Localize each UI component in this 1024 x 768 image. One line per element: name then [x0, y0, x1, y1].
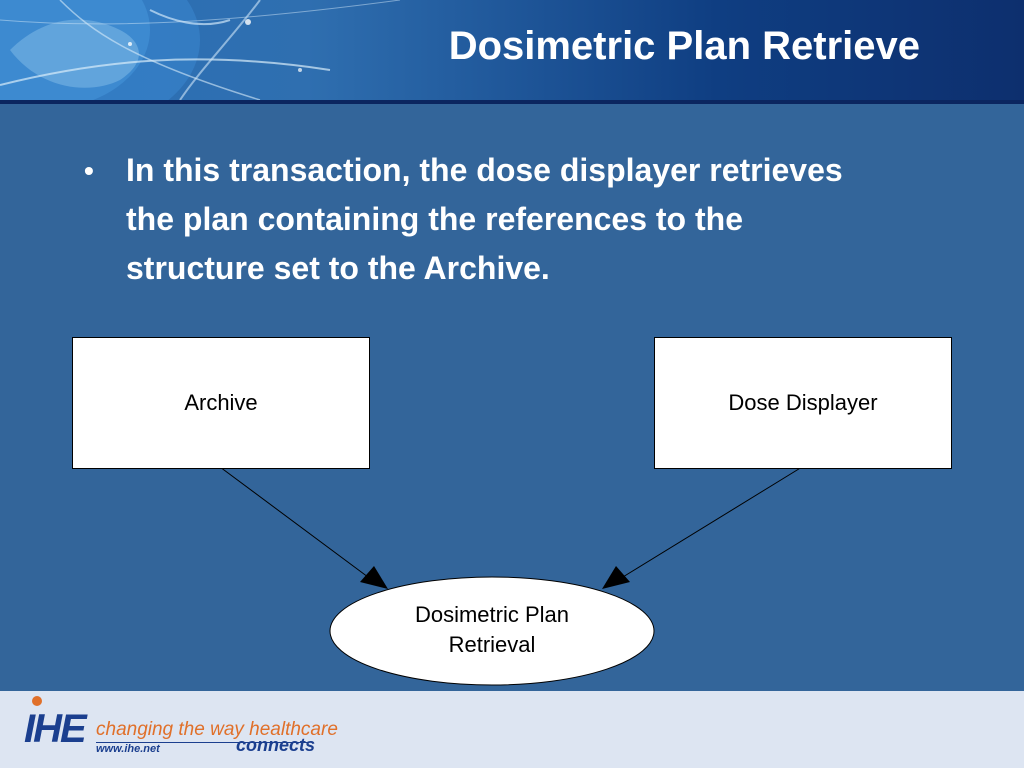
transaction-label-line2: Retrieval	[448, 632, 536, 657]
bullet-marker-icon: •	[84, 155, 94, 186]
slide-title: Dosimetric Plan Retrieve	[448, 24, 920, 68]
slide-footer: IHE changing the way healthcare www.ihe.…	[0, 691, 1024, 768]
archive-connector	[219, 466, 373, 581]
actor-archive-box: Archive	[72, 337, 370, 469]
globe-graphic-icon	[0, 0, 401, 100]
dose-displayer-arrowhead-icon	[602, 566, 630, 589]
header-divider	[0, 100, 1024, 104]
logo-connects: connects	[236, 735, 316, 755]
archive-arrowhead-icon	[360, 566, 388, 589]
ihe-logo: IHE	[24, 707, 87, 751]
actor-dose-displayer-box: Dose Displayer	[654, 337, 952, 469]
logo-underline	[96, 742, 308, 743]
transaction-ellipse	[329, 576, 655, 686]
slide-header: Dosimetric Plan Retrieve	[0, 0, 1024, 100]
transaction-label: Dosimetric Plan Retrieval	[330, 600, 654, 660]
actor-archive-label: Archive	[184, 390, 258, 415]
dose-displayer-connector	[617, 466, 803, 581]
logo-url: www.ihe.net	[96, 743, 160, 755]
transaction-label-line1: Dosimetric Plan	[414, 602, 570, 627]
logo-dot-icon	[32, 696, 42, 706]
actor-dose-displayer-label: Dose Displayer	[728, 390, 878, 415]
logo-tagline: changing the way healthcare	[96, 719, 338, 740]
bullet-text: In this transaction, the dose displayer …	[126, 152, 843, 286]
